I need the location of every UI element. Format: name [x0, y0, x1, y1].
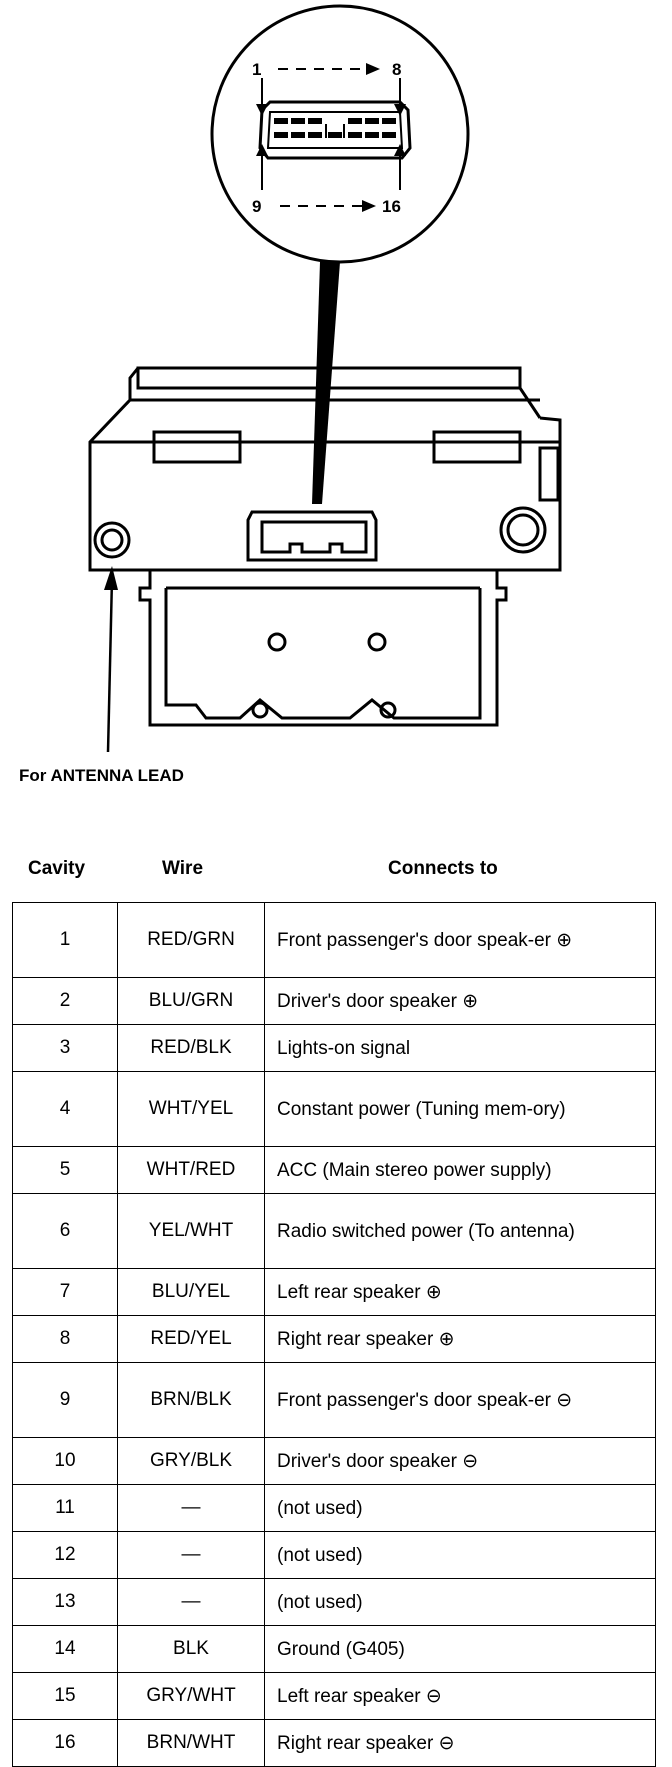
table-row: 15 GRY/WHT Left rear speaker ⊖ [12, 1672, 656, 1720]
table-row: 4 WHT/YEL Constant power (Tuning mem-ory… [12, 1071, 656, 1147]
wire-cell: — [117, 1531, 265, 1579]
header-cavity: Cavity [28, 858, 86, 879]
connects-to-cell: Radio switched power (To antenna) [264, 1193, 656, 1269]
connects-to-cell: (not used) [264, 1531, 656, 1579]
table-row: 8 RED/YEL Right rear speaker ⊕ [12, 1315, 656, 1363]
pin-label-top-start: 1 [252, 60, 261, 79]
cavity-cell: 5 [12, 1146, 118, 1194]
connects-to-cell: Left rear speaker ⊕ [264, 1268, 656, 1316]
connects-to-cell: Ground (G405) [264, 1625, 656, 1673]
connects-to-cell: Constant power (Tuning mem-ory) [264, 1071, 656, 1147]
cavity-cell: 16 [12, 1719, 118, 1767]
table-row: 9 BRN/BLK Front passenger's door speak-e… [12, 1362, 656, 1438]
cavity-cell: 13 [12, 1578, 118, 1626]
connects-to-cell: Right rear speaker ⊕ [264, 1315, 656, 1363]
wire-cell: RED/BLK [117, 1024, 265, 1072]
cavity-cell: 9 [12, 1362, 118, 1438]
cavity-cell: 10 [12, 1437, 118, 1485]
wire-cell: GRY/BLK [117, 1437, 265, 1485]
table-row: 2 BLU/GRN Driver's door speaker ⊕ [12, 977, 656, 1025]
cavity-cell: 15 [12, 1672, 118, 1720]
cavity-cell: 8 [12, 1315, 118, 1363]
table-row: 1 RED/GRN Front passenger's door speak-e… [12, 902, 656, 978]
cavity-cell: 3 [12, 1024, 118, 1072]
table-row: 12 — (not used) [12, 1531, 656, 1579]
antenna-lead-caption: For ANTENNA LEAD [19, 766, 184, 785]
connector-zoom-circle [210, 4, 470, 264]
pin-label-bottom-end: 16 [382, 197, 401, 216]
radio-connector-diagram: 1 8 9 16 [88, 4, 562, 753]
wire-cell: YEL/WHT [117, 1193, 265, 1269]
cavity-cell: 1 [12, 902, 118, 978]
wire-cell: BRN/WHT [117, 1719, 265, 1767]
cavity-cell: 4 [12, 1071, 118, 1147]
table-row: 5 WHT/RED ACC (Main stereo power supply) [12, 1146, 656, 1194]
pin-label-bottom-start: 9 [252, 197, 261, 216]
header-wire: Wire [162, 858, 204, 879]
table-row: 10 GRY/BLK Driver's door speaker ⊖ [12, 1437, 656, 1485]
wire-cell: BLU/GRN [117, 977, 265, 1025]
radio-chassis [138, 570, 508, 727]
table-row: 16 BRN/WHT Right rear speaker ⊖ [12, 1719, 656, 1767]
wire-cell: — [117, 1578, 265, 1626]
wire-cell: WHT/RED [117, 1146, 265, 1194]
table-row: 14 BLK Ground (G405) [12, 1625, 656, 1673]
wire-cell: BLU/YEL [117, 1268, 265, 1316]
pinout-grid: 1 RED/GRN Front passenger's door speak-e… [12, 902, 656, 1767]
table-row: 13 — (not used) [12, 1578, 656, 1626]
connects-to-cell: Lights-on signal [264, 1024, 656, 1072]
cavity-cell: 6 [12, 1193, 118, 1269]
connects-to-cell: Driver's door speaker ⊕ [264, 977, 656, 1025]
connects-to-cell: Front passenger's door speak-er ⊕ [264, 902, 656, 978]
wire-cell: BRN/BLK [117, 1362, 265, 1438]
connects-to-cell: Front passenger's door speak-er ⊖ [264, 1362, 656, 1438]
cavity-cell: 14 [12, 1625, 118, 1673]
table-row: 6 YEL/WHT Radio switched power (To anten… [12, 1193, 656, 1269]
wire-cell: GRY/WHT [117, 1672, 265, 1720]
connects-to-cell: ACC (Main stereo power supply) [264, 1146, 656, 1194]
wire-cell: — [117, 1484, 265, 1532]
wire-cell: RED/GRN [117, 902, 265, 978]
wire-cell: WHT/YEL [117, 1071, 265, 1147]
connects-to-cell: (not used) [264, 1578, 656, 1626]
connector-cable [312, 262, 340, 504]
cavity-cell: 7 [12, 1268, 118, 1316]
connects-to-cell: Right rear speaker ⊖ [264, 1719, 656, 1767]
table-row: 11 — (not used) [12, 1484, 656, 1532]
radio-unit [88, 366, 562, 572]
connects-to-cell: (not used) [264, 1484, 656, 1532]
antenna-pointer-arrow [104, 566, 118, 753]
header-connects-to: Connects to [388, 858, 498, 879]
cavity-cell: 12 [12, 1531, 118, 1579]
cavity-cell: 11 [12, 1484, 118, 1532]
wire-cell: BLK [117, 1625, 265, 1673]
cavity-cell: 2 [12, 977, 118, 1025]
table-row: 3 RED/BLK Lights-on signal [12, 1024, 656, 1072]
connects-to-cell: Driver's door speaker ⊖ [264, 1437, 656, 1485]
wire-cell: RED/YEL [117, 1315, 265, 1363]
connects-to-cell: Left rear speaker ⊖ [264, 1672, 656, 1720]
table-row: 7 BLU/YEL Left rear speaker ⊕ [12, 1268, 656, 1316]
pin-label-top-end: 8 [392, 60, 401, 79]
